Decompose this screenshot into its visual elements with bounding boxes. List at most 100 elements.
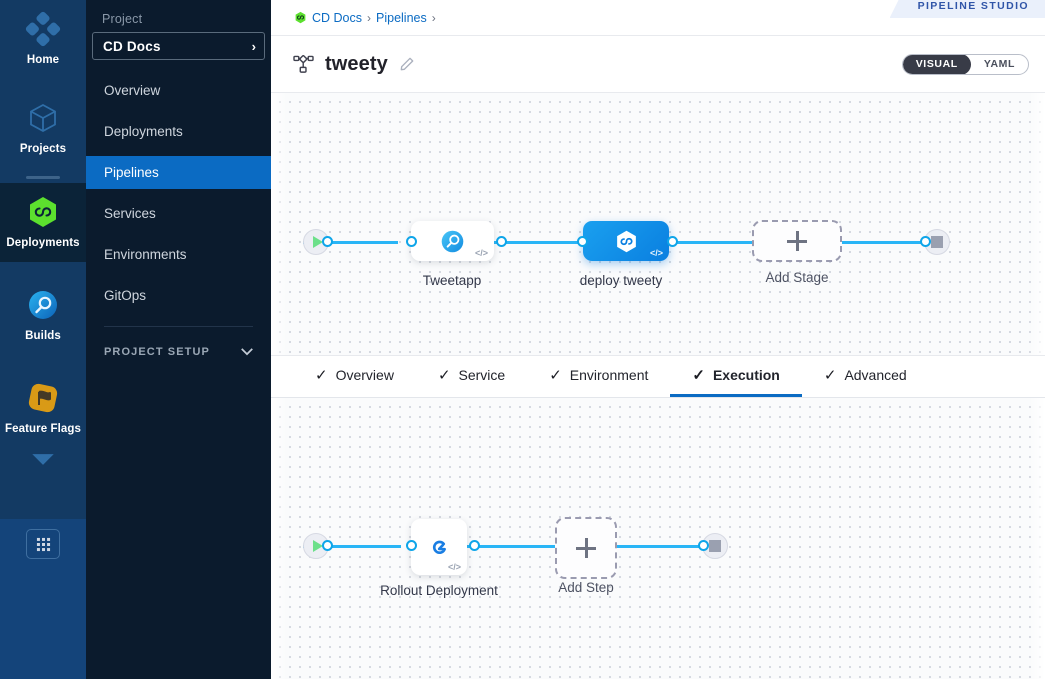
deploy-stage-hexagon-icon (613, 228, 640, 255)
stage-card-deploy-tweety[interactable]: </> (583, 221, 669, 261)
sidebar-item-environments[interactable]: Environments (86, 238, 271, 271)
add-step-button[interactable] (555, 517, 617, 579)
port-exec-end-in[interactable] (698, 540, 709, 551)
tab-service[interactable]: ✓ Service (416, 356, 527, 397)
stage-code-marker: </> (474, 248, 488, 258)
port-tweetapp-out[interactable] (496, 236, 507, 247)
sidebar-section-label: Project (102, 12, 143, 26)
tab-execution[interactable]: ✓ Execution (670, 356, 802, 397)
step-label-rollout-deployment: Rollout Deployment (380, 583, 498, 598)
play-triangle-icon (312, 236, 323, 248)
rail-label-home: Home (26, 54, 60, 66)
port-end-in[interactable] (920, 236, 931, 247)
pencil-edit-icon[interactable] (399, 56, 415, 72)
stage-canvas[interactable]: </> Tweetapp </> deploy tweety (271, 93, 1045, 356)
play-triangle-icon (312, 540, 323, 552)
edge-addstage-to-end (841, 241, 927, 244)
pipeline-nodes-icon (293, 54, 314, 74)
sidebar-item-pipelines[interactable]: Pipelines (86, 156, 271, 189)
rail-item-builds[interactable]: Builds (0, 276, 86, 355)
port-start-out[interactable] (322, 236, 333, 247)
pipeline-title-bar: tweety VISUAL YAML (271, 36, 1045, 93)
chevron-down-icon (240, 343, 254, 361)
tab-label: Overview (335, 367, 394, 383)
port-tweetapp-in[interactable] (406, 236, 417, 247)
rail-item-deployments[interactable]: Deployments (0, 183, 86, 262)
edge-start-to-rollout (303, 545, 401, 548)
rail-label-deployments: Deployments (6, 237, 80, 249)
stage-label-deploy-tweety: deploy tweety (579, 273, 663, 288)
sidebar-item-label: Environments (104, 247, 187, 262)
toggle-option-yaml[interactable]: YAML (983, 57, 1015, 70)
breadcrumb-separator: › (367, 10, 372, 25)
feature-flag-icon (24, 379, 62, 417)
sidebar-item-overview[interactable]: Overview (86, 74, 271, 107)
rail-label-projects: Projects (19, 143, 67, 155)
builds-circle-icon (24, 286, 62, 324)
harness-module-icon (294, 11, 307, 24)
sidebar-nav: Overview Deployments Pipelines Services … (86, 74, 271, 312)
port-deploy-out[interactable] (667, 236, 678, 247)
stage-code-marker: </> (649, 248, 663, 258)
add-stage-button[interactable] (752, 220, 842, 262)
cube-icon (24, 99, 62, 137)
sidebar-item-gitops[interactable]: GitOps (86, 279, 271, 312)
stage-card-tweetapp[interactable]: </> (411, 221, 494, 261)
port-rollout-in[interactable] (406, 540, 417, 551)
tab-label: Execution (712, 367, 780, 383)
step-code-marker: </> (447, 562, 461, 572)
sidebar-item-label: GitOps (104, 288, 147, 303)
project-selector[interactable]: CD Docs › (92, 32, 265, 60)
rail-item-feature-flags[interactable]: Feature Flags (0, 369, 86, 448)
chevron-down-icon[interactable] (30, 452, 56, 472)
rail-item-home[interactable]: Home (0, 0, 86, 79)
rail-item-projects[interactable]: Projects (0, 89, 86, 168)
sidebar-item-deployments[interactable]: Deployments (86, 115, 271, 148)
stage-label-tweetapp: Tweetapp (422, 273, 482, 288)
check-icon: ✓ (315, 366, 328, 384)
plus-icon (576, 538, 596, 558)
tab-overview[interactable]: ✓ Overview (293, 356, 416, 397)
port-rollout-out[interactable] (469, 540, 480, 551)
view-mode-toggle[interactable]: VISUAL YAML (901, 53, 1029, 75)
breadcrumb: CD Docs › Pipelines › PIPELINE STUDIO (271, 0, 1045, 36)
port-deploy-in[interactable] (577, 236, 588, 247)
breadcrumb-link-cd-docs[interactable]: CD Docs (312, 10, 363, 25)
tab-environment[interactable]: ✓ Environment (527, 356, 670, 397)
check-icon: ✓ (823, 366, 837, 384)
breadcrumb-link-pipelines[interactable]: Pipelines (376, 10, 427, 25)
project-selector-name: CD Docs (103, 38, 161, 54)
stop-square-icon (709, 540, 721, 552)
stage-tabs: ✓ Overview ✓ Service ✓ Environment ✓ Exe… (271, 356, 1045, 398)
sidebar-item-label: Services (104, 206, 156, 221)
canvas-fade-left (271, 93, 287, 355)
execution-canvas[interactable]: </> Rollout Deployment Add Step (271, 398, 1045, 679)
canvas-fade-right (1029, 398, 1045, 679)
tab-advanced[interactable]: ✓ Advanced (802, 356, 929, 397)
sidebar-item-label: Overview (104, 83, 161, 98)
rail-label-feature-flags: Feature Flags (4, 423, 82, 435)
sidebar-project-setup-label: PROJECT SETUP (104, 346, 210, 358)
canvas-fade-left (271, 398, 287, 679)
project-sidebar: Project CD Docs › Overview Deployments P… (86, 0, 271, 679)
plus-icon (787, 231, 807, 251)
sidebar-divider (104, 326, 253, 327)
chevron-right-icon: › (251, 38, 256, 54)
deployments-hexagon-icon (24, 193, 62, 231)
app-grid-icon[interactable] (26, 529, 60, 559)
edge-tweetapp-to-deploy (453, 241, 581, 244)
sidebar-item-services[interactable]: Services (86, 197, 271, 230)
check-icon: ✓ (437, 366, 451, 384)
pipeline-title-group: tweety (293, 53, 415, 76)
pipeline-studio-badge: PIPELINE STUDIO (889, 0, 1045, 18)
rollout-deployment-icon (426, 534, 452, 560)
sidebar-item-label: Pipelines (104, 165, 159, 180)
rail-label-builds: Builds (25, 330, 61, 342)
port-exec-start-out[interactable] (322, 540, 333, 551)
toggle-option-visual[interactable]: VISUAL (902, 54, 971, 74)
step-card-rollout-deployment[interactable]: </> (411, 519, 467, 575)
add-step-label: Add Step (558, 580, 614, 595)
sidebar-project-setup[interactable]: PROJECT SETUP (86, 327, 271, 361)
check-icon: ✓ (549, 366, 562, 384)
